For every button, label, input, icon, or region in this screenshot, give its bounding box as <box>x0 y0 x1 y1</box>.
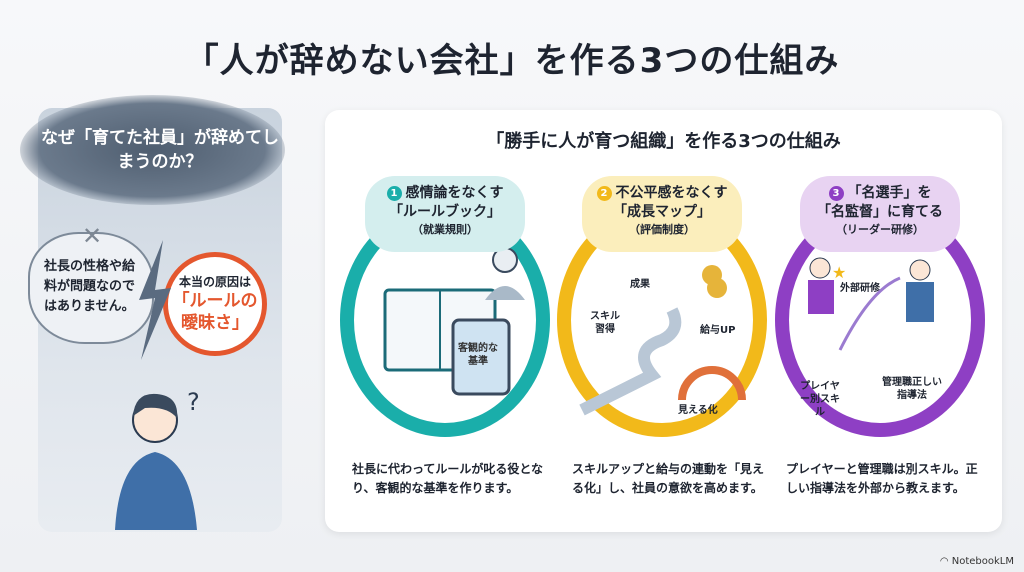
cause-text: 「ルールの曖昧さ」 <box>172 291 258 333</box>
player-icon <box>808 280 834 314</box>
pillar-sub: （リーダー研修） <box>836 223 924 236</box>
growth-path <box>579 307 682 416</box>
cause-intro: 本当の原因は <box>178 275 251 289</box>
brand-text: NotebookLM <box>951 556 1014 567</box>
pillar-sub: （評価制度） <box>629 223 695 236</box>
pillar-1-description: 社長に代わってルールが叱る役となり、客観的な基準を作ります。 <box>352 462 544 495</box>
gauge-icon <box>678 366 746 401</box>
notebooklm-logo: ◠ NotebookLM <box>939 556 1014 567</box>
number-badge: 3 <box>828 186 844 201</box>
pillar-head: 感情論をなくす <box>405 185 504 201</box>
myth-bubble <box>28 232 154 344</box>
pillar-name: 「ルールブック」 <box>389 204 501 220</box>
label-result: 成果 <box>630 279 650 290</box>
label-salary: 給与UP <box>700 325 736 336</box>
pillar-3-header: 3「名選手」を 「名監督」に育てる （リーダー研修） <box>800 176 960 252</box>
tablet-label: 客観的な基準 <box>458 343 498 367</box>
pillar-2-description: スキルアップと給与の連動を「見える化」し、社員の意欲を高めます。 <box>572 462 765 495</box>
lightning-icon <box>139 240 171 360</box>
pillar-name: 「名監督」に育てる <box>817 204 943 220</box>
problem-question: なぜ「育てた社員」が辞めてしまうのか？ <box>41 128 279 172</box>
myth-text: 社長の性格や給料が問題なのではありません。 <box>44 259 136 314</box>
manager-icon <box>906 282 934 322</box>
number-badge: 1 <box>386 186 402 201</box>
thinking-person-icon: ? <box>115 388 200 530</box>
label-visible: 見える化 <box>678 405 718 416</box>
label-training: 外部研修 <box>840 283 880 294</box>
cause-circle: 本当の原因は 「ルールの曖昧さ」 <box>163 252 267 356</box>
main-title: 「人が辞めない会社」を作る3つの仕組み <box>184 41 840 81</box>
pillar-3-description: プレイヤーと管理職は別スキル。正しい指導法を外部から教えます。 <box>786 462 978 495</box>
x-icon: ✕ <box>82 222 103 250</box>
label-skill: スキル習得 <box>590 311 620 335</box>
svg-text:?: ? <box>187 388 200 416</box>
pillar-head: 不公平感をなくす <box>615 185 728 201</box>
solutions-subtitle: 「勝手に人が育つ組織」を作る3つの仕組み <box>486 131 841 152</box>
pillar-head: 「名選手」を <box>847 185 932 201</box>
pillar-name: 「成長マップ」 <box>613 204 711 220</box>
svg-text:★: ★ <box>832 263 846 282</box>
tablet-icon <box>451 318 511 396</box>
label-manager: 管理職正しい指導法 <box>882 377 942 401</box>
ring-1 <box>340 203 550 437</box>
number-badge: 2 <box>596 186 612 201</box>
pillar-sub: （就業規則） <box>412 223 478 236</box>
dark-cloud <box>20 95 285 205</box>
label-player: プレイヤー別スキル <box>800 381 840 418</box>
